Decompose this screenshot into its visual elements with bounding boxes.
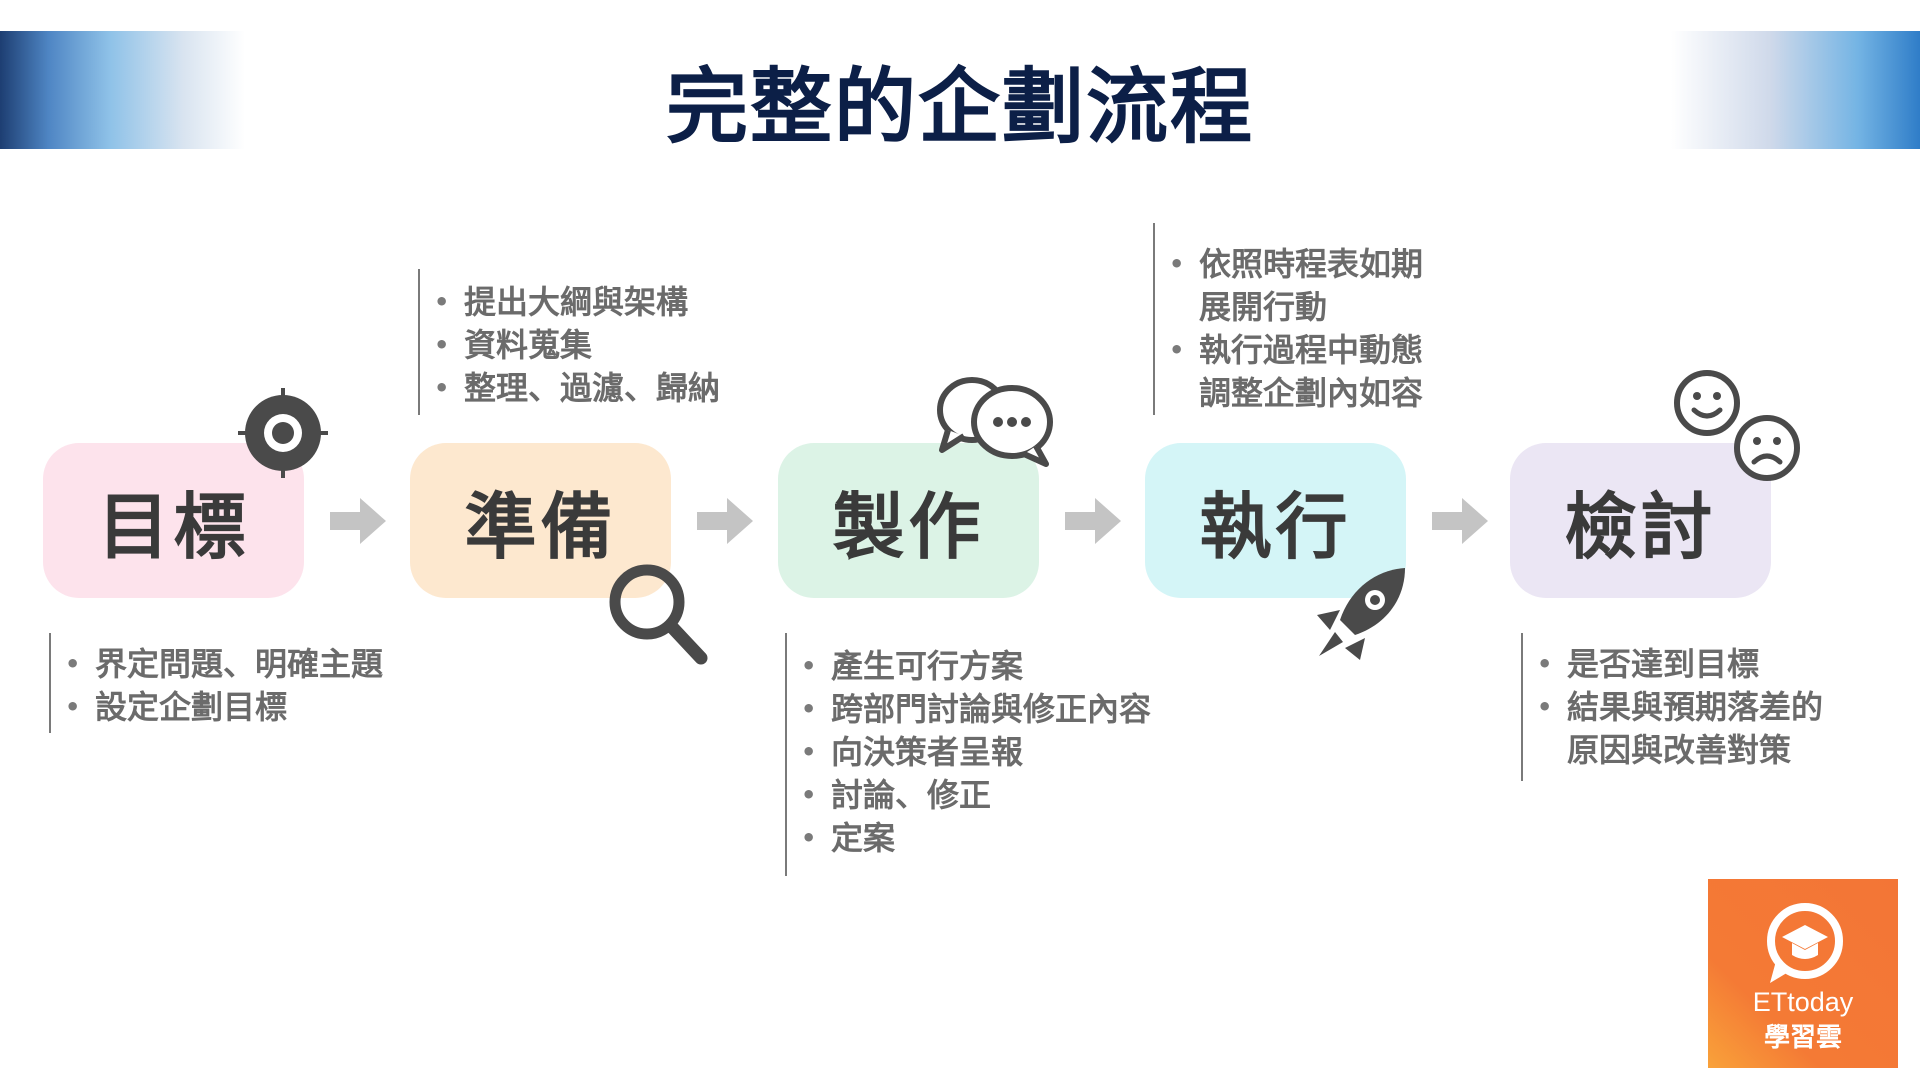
arrow-right-icon <box>330 498 386 544</box>
step-review: 檢討 <box>1510 443 1771 598</box>
note-item: 討論、修正 <box>801 774 1151 817</box>
step-produce: 製作 <box>778 443 1039 598</box>
note-item: 整理、過濾、歸納 <box>434 367 720 410</box>
step-goal: 目標 <box>43 443 304 598</box>
note-item: 界定問題、明確主題 <box>65 643 383 686</box>
note-item: 定案 <box>801 817 1151 860</box>
logo-brand: ETtoday <box>1752 987 1854 1017</box>
note-item: 依照時程表如期 <box>1169 243 1423 286</box>
rocket-icon <box>1317 568 1405 660</box>
note-item-continued: 調整企劃內如容 <box>1199 374 1424 412</box>
arrow-right-icon <box>1065 498 1121 544</box>
step-execute: 執行 <box>1145 443 1406 598</box>
note-item: 是否達到目標 <box>1537 643 1823 686</box>
execute-notes: 依照時程表如期 展開行動 執行過程中動態 調整企劃內如容 <box>1153 223 1423 415</box>
ettoday-logo: ETtoday 學習雲 <box>1708 879 1898 1068</box>
note-item: 產生可行方案 <box>801 645 1151 688</box>
produce-notes: 產生可行方案 跨部門討論與修正內容 向決策者呈報 討論、修正 定案 <box>785 633 1151 876</box>
note-item: 向決策者呈報 <box>801 731 1151 774</box>
note-item: 跨部門討論與修正內容 <box>801 688 1151 731</box>
smiley-faces-icon <box>1674 370 1800 481</box>
header-decoration-left <box>0 31 245 149</box>
arrow-right-icon <box>697 498 753 544</box>
search-icon <box>609 564 708 665</box>
note-item-continued: 原因與改善對策 <box>1567 731 1792 769</box>
header-decoration-right <box>1671 31 1920 149</box>
note-item-continued: 展開行動 <box>1199 288 1328 326</box>
chat-bubbles-icon <box>937 377 1053 467</box>
page-title: 完整的企劃流程 <box>665 60 1254 155</box>
note-item: 提出大綱與架構 <box>434 281 720 324</box>
review-notes: 是否達到目標 結果與預期落差的 原因與改善對策 <box>1521 633 1823 781</box>
prepare-notes: 提出大綱與架構 資料蒐集 整理、過濾、歸納 <box>418 269 720 415</box>
target-icon <box>238 388 328 478</box>
goal-notes: 界定問題、明確主題 設定企劃目標 <box>49 633 383 733</box>
note-item: 執行過程中動態 <box>1169 329 1423 372</box>
logo-name: 學習雲 <box>1763 1023 1842 1053</box>
note-item: 資料蒐集 <box>434 324 720 367</box>
note-item: 設定企劃目標 <box>65 686 383 729</box>
graduation-chat-icon <box>1767 903 1843 983</box>
arrow-right-icon <box>1432 498 1488 544</box>
note-item: 結果與預期落差的 <box>1537 686 1823 729</box>
